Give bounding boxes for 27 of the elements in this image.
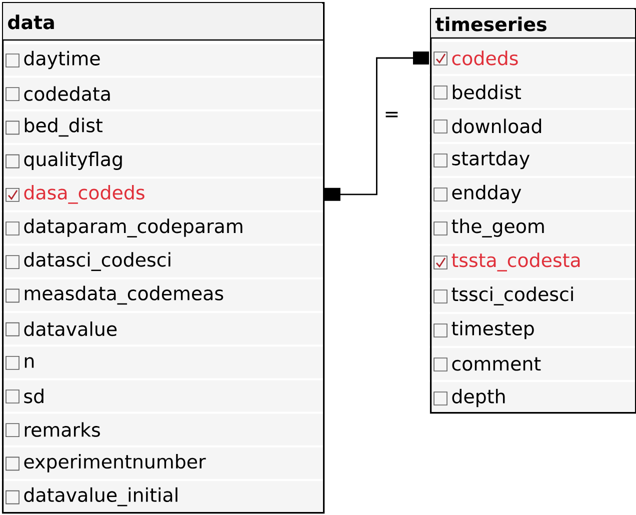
field-row: experimentnumber bbox=[1, 447, 324, 479]
field-row: endday bbox=[429, 178, 636, 210]
field-row: tssci_codesci bbox=[429, 280, 636, 312]
field-row: dasa_codeds bbox=[1, 178, 324, 210]
field-row: bed_dist bbox=[1, 111, 324, 143]
field-row: beddist bbox=[429, 76, 636, 108]
edge-label: = bbox=[386, 112, 398, 118]
field-row: remarks bbox=[1, 414, 324, 446]
field-row: sd bbox=[1, 380, 324, 412]
field-row: measdata_codemeas bbox=[1, 279, 324, 311]
connector bbox=[324, 52, 429, 201]
field-row: startday bbox=[429, 144, 636, 176]
field-row: daytime bbox=[1, 44, 324, 76]
field-row: n bbox=[1, 346, 324, 378]
field-row: datavalue bbox=[1, 313, 324, 345]
field-row: codeds bbox=[429, 42, 636, 74]
field-row: tssta_codesta bbox=[429, 246, 636, 278]
field-row: dataparam_codeparam bbox=[1, 212, 324, 244]
field-row: comment bbox=[429, 348, 636, 380]
field-row: timestep bbox=[429, 314, 636, 346]
field-row: the_geom bbox=[429, 212, 636, 244]
field-row: download bbox=[429, 110, 636, 142]
field-row: depth bbox=[429, 382, 636, 414]
field-row: datasci_codesci bbox=[1, 246, 324, 278]
field-row: datavalue_initial bbox=[1, 481, 324, 513]
field-row: codedata bbox=[1, 78, 324, 110]
field-row: qualityflag bbox=[1, 145, 324, 177]
